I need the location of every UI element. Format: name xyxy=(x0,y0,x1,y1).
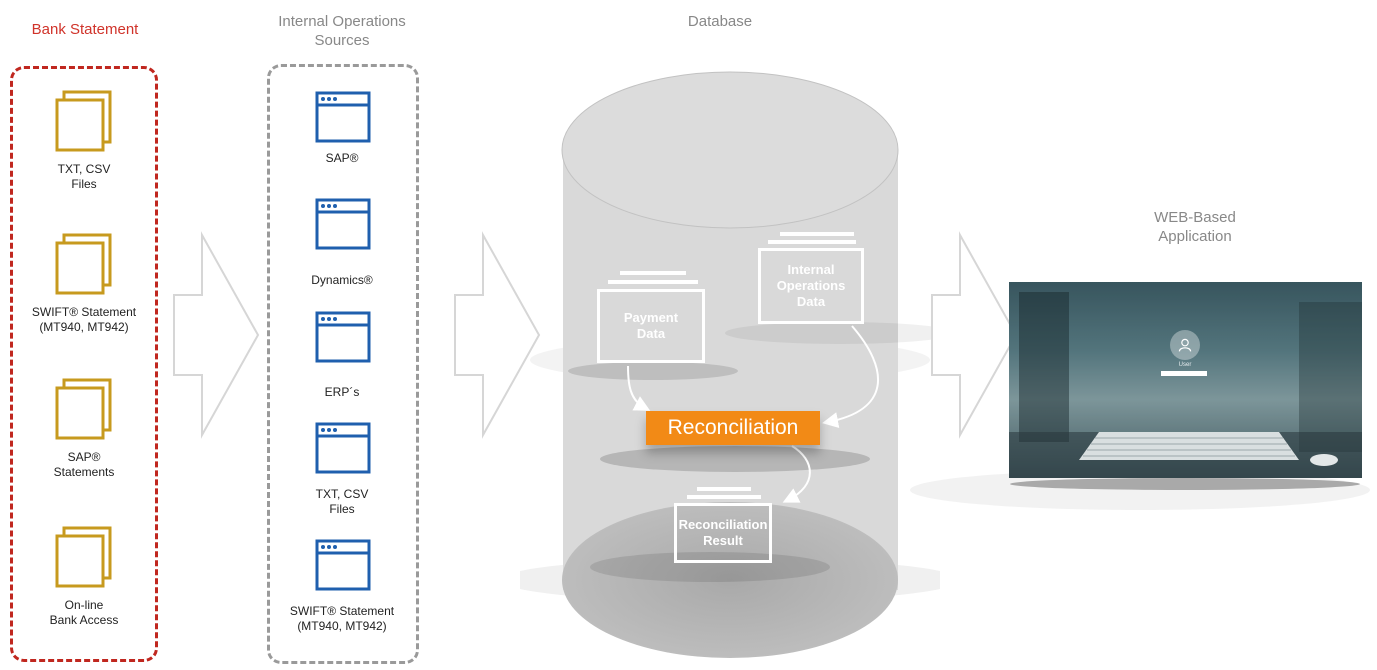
flow-arrow-icon xyxy=(931,231,1018,439)
source-item-5-line2: (MT940, MT942) xyxy=(297,619,387,633)
source-item-4-label: TXT, CSV Files xyxy=(272,487,412,517)
application-window-icon xyxy=(315,198,371,250)
bank-item-1-label: TXT, CSV Files xyxy=(14,162,154,192)
database-cylinder xyxy=(520,71,940,658)
internal-stack-line xyxy=(780,232,854,236)
reconciliation-result-box: Reconciliation Result xyxy=(674,503,772,563)
source-item-1-label: SAP® xyxy=(325,151,359,165)
bank-item-1-line2: Files xyxy=(71,177,97,191)
application-window-icon xyxy=(315,422,371,474)
document-stack-icon xyxy=(55,526,112,588)
result-stack-line xyxy=(697,487,751,491)
result-line2: Result xyxy=(703,533,743,548)
payment-data-line1: Payment xyxy=(623,310,679,325)
internal-sources-title-line1: Internal Operations xyxy=(278,13,406,30)
bank-item-2-line1: SWIFT® Statement xyxy=(31,305,137,319)
flow-arrow-icon xyxy=(454,231,541,439)
user-avatar-icon xyxy=(1170,330,1200,360)
desk-scene-image xyxy=(1009,282,1362,478)
flow-connectors xyxy=(627,325,879,503)
web-app-title: WEB-Based Application xyxy=(1110,208,1280,246)
screen-shadow xyxy=(1010,478,1360,490)
source-item-3-label: ERP´s xyxy=(324,385,360,399)
bank-item-3-line2: Statements xyxy=(53,465,115,479)
bank-item-3-line1: SAP® xyxy=(67,450,101,464)
source-item-5-line1: SWIFT® Statement xyxy=(289,604,395,618)
result-shadow xyxy=(590,552,830,582)
application-window-icon xyxy=(315,91,371,143)
bank-item-1-line1: TXT, CSV xyxy=(57,162,111,176)
document-stack-icon xyxy=(55,378,112,440)
bank-item-4-label: On-line Bank Access xyxy=(14,598,154,628)
internal-data-line3: Data xyxy=(796,294,826,309)
bank-item-2-line2: (MT940, MT942) xyxy=(39,320,129,334)
internal-sources-frame xyxy=(267,64,419,664)
source-item-4-line2: Files xyxy=(329,502,355,516)
bank-item-3-label: SAP® Statements xyxy=(14,450,154,480)
payment-data-line2: Data xyxy=(636,326,666,341)
result-line1: Reconciliation xyxy=(678,517,768,532)
user-name-label: User xyxy=(1178,362,1192,368)
bank-item-2-label: SWIFT® Statement (MT940, MT942) xyxy=(14,305,154,335)
application-window-icon xyxy=(315,311,371,363)
document-stack-icon xyxy=(55,90,112,152)
reconciliation-shadow xyxy=(600,446,870,472)
result-stack-line xyxy=(687,495,761,499)
payment-shadow xyxy=(568,362,738,380)
payment-stack-line xyxy=(608,280,698,284)
payment-stack-line xyxy=(620,271,686,275)
bank-item-4-line2: Bank Access xyxy=(49,613,119,627)
flow-arrow-icon xyxy=(173,231,260,439)
document-stack-icon xyxy=(55,233,112,295)
application-window-icon xyxy=(315,539,371,591)
web-application-screen: User xyxy=(1009,282,1362,478)
internal-data-line2: Operations xyxy=(776,278,846,293)
internal-shadow xyxy=(725,322,955,344)
bank-statement-title: Bank Statement xyxy=(31,21,139,38)
password-input[interactable] xyxy=(1161,371,1207,376)
web-app-title-line1: WEB-Based xyxy=(1154,209,1236,226)
web-app-title-line2: Application xyxy=(1158,228,1232,245)
internal-operations-data-box: Internal Operations Data xyxy=(758,248,864,324)
payment-data-box: Payment Data xyxy=(597,289,705,363)
internal-sources-title: Internal Operations Sources xyxy=(232,12,452,50)
source-item-5-label: SWIFT® Statement (MT940, MT942) xyxy=(272,604,412,634)
bank-item-4-line1: On-line xyxy=(64,598,104,612)
bank-statement-frame xyxy=(10,66,158,662)
reconciliation-label: Reconciliation xyxy=(646,411,820,445)
internal-stack-line xyxy=(768,240,856,244)
database-title: Database xyxy=(687,13,753,30)
internal-sources-title-line2: Sources xyxy=(314,32,370,49)
internal-data-line1: Internal xyxy=(787,262,835,277)
user-silhouette-icon xyxy=(1178,338,1192,352)
source-item-2-label: Dynamics® xyxy=(311,273,373,287)
source-item-4-line1: TXT, CSV xyxy=(315,487,369,501)
